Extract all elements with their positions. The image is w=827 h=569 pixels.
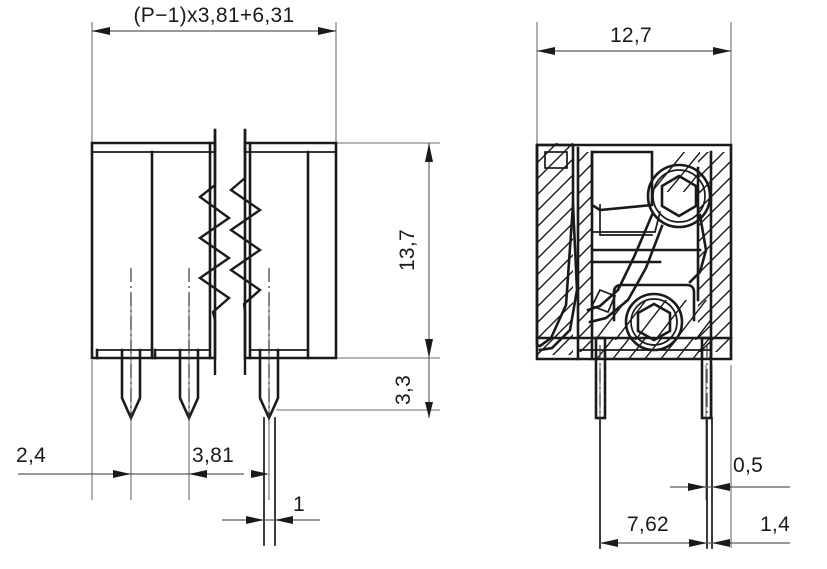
dim-label-front-pin-width: 1 xyxy=(293,493,305,516)
break-line xyxy=(197,130,263,375)
dim-label-front-width: (P−1)x3,81+6,31 xyxy=(134,4,295,27)
section-view: 12,7 0,5 7,62 1,4 xyxy=(535,22,790,549)
section-hatching-left xyxy=(537,143,573,355)
dimension-section-width: 12,7 xyxy=(537,24,731,55)
dimension-section-pin-thickness: 0,5 xyxy=(670,454,790,491)
dimension-front-pin-length: 3,3 xyxy=(392,358,433,418)
dimension-front-pin-width: 1 xyxy=(222,493,320,524)
dimension-front-height: 13,7 xyxy=(396,143,433,358)
front-view-centerlines xyxy=(130,268,270,420)
dimension-front-offsets: 2,4 3,81 xyxy=(16,444,269,478)
dim-label-section-pin-thickness: 0,5 xyxy=(733,454,763,477)
dim-label-front-height: 13,7 xyxy=(396,229,419,271)
dim-label-front-edge-offset: 2,4 xyxy=(16,444,46,467)
section-view-pins xyxy=(594,336,713,549)
dim-label-section-width: 12,7 xyxy=(610,24,652,47)
dimension-front-width: (P−1)x3,81+6,31 xyxy=(92,4,336,35)
front-view: (P−1)x3,81+6,31 13,7 3,3 2,4 3,81 xyxy=(16,4,440,546)
hex-screw-upper xyxy=(586,163,712,324)
hex-screw-lower xyxy=(612,283,696,352)
dim-label-section-pin-pitch: 7,62 xyxy=(627,513,669,536)
dimension-section-pitch: 7,62 1,4 xyxy=(600,513,790,547)
dim-label-front-pin-length: 3,3 xyxy=(392,375,415,405)
dim-label-front-pitch: 3,81 xyxy=(192,444,234,467)
dim-label-section-edge-offset: 1,4 xyxy=(760,513,790,536)
